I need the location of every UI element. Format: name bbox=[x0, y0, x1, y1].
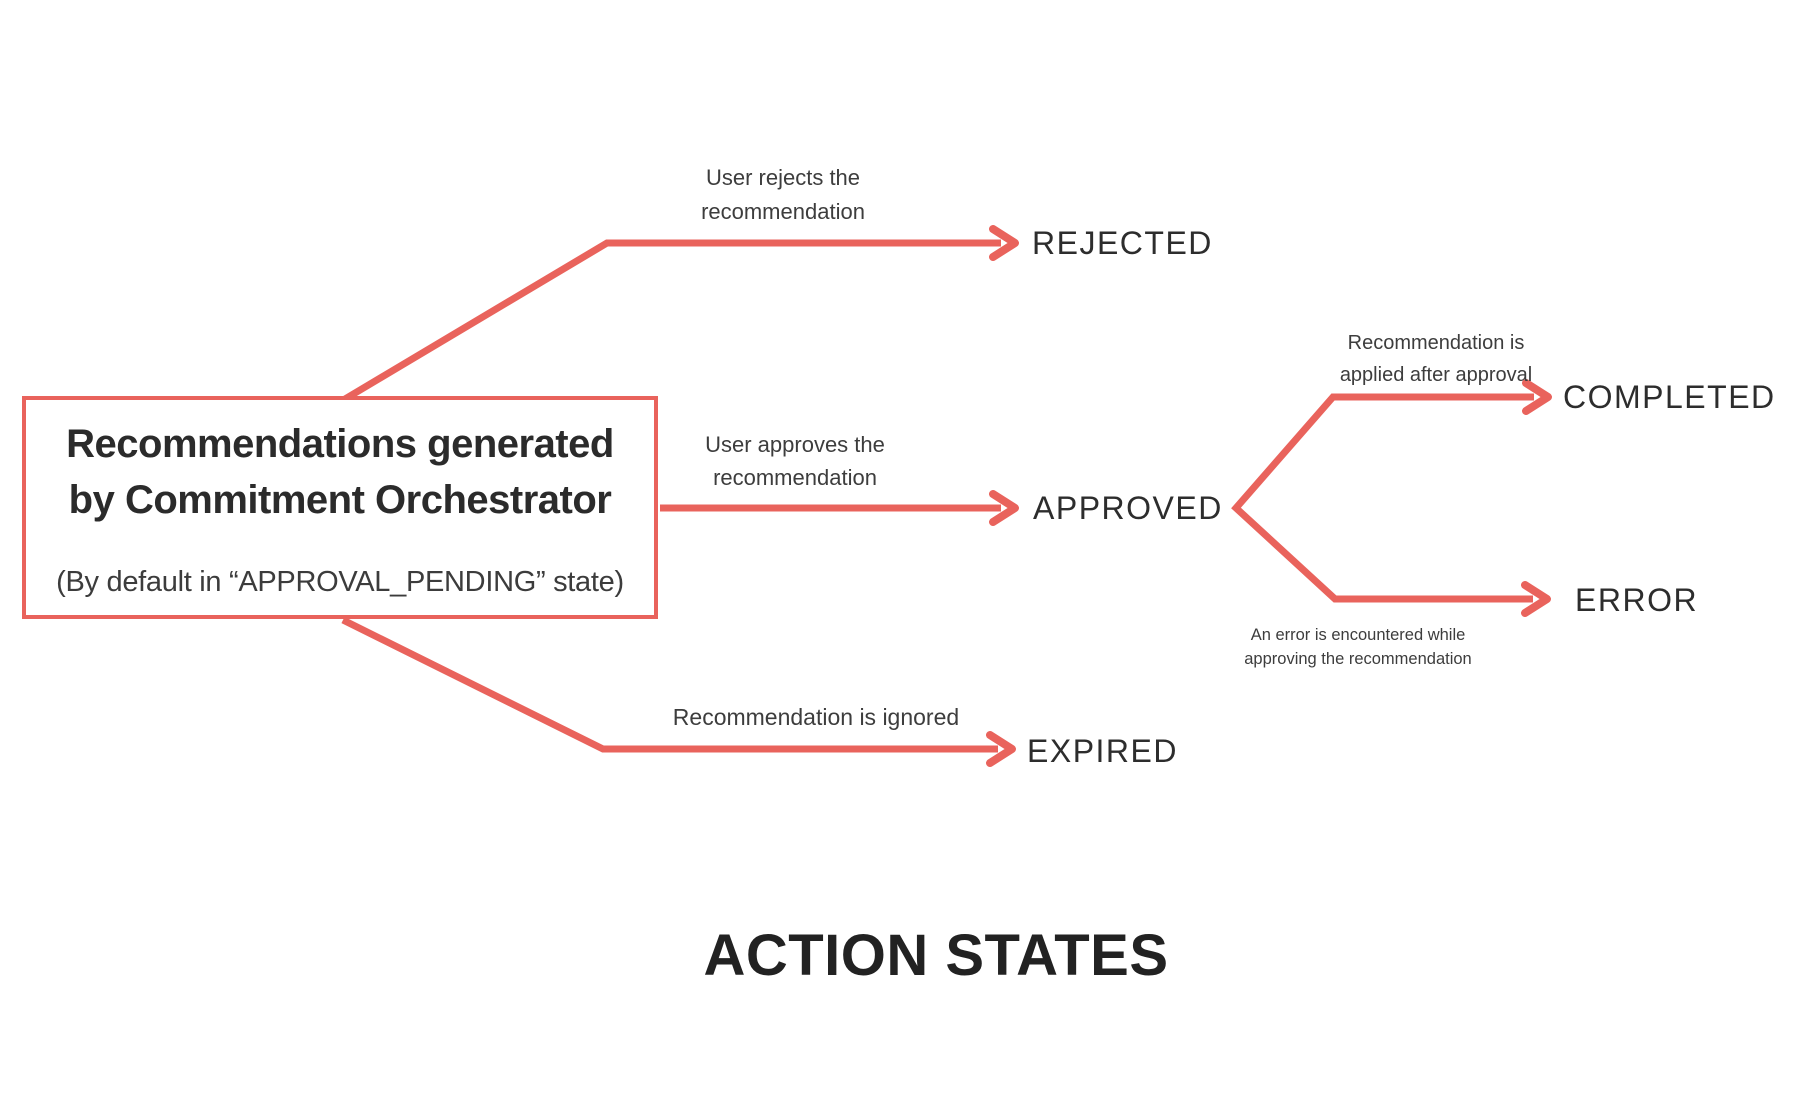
arrow-to-expired bbox=[341, 616, 998, 753]
arrowhead-expired-icon bbox=[986, 731, 1016, 767]
source-node-subtitle: (By default in “APPROVAL_PENDING” state) bbox=[56, 566, 624, 598]
source-node-title: Recommendations generated by Commitment … bbox=[26, 416, 654, 528]
edge-label-approve: User approves the recommendation bbox=[645, 428, 945, 494]
state-rejected: REJECTED bbox=[1032, 225, 1213, 261]
arrowhead-rejected-icon bbox=[989, 225, 1019, 261]
edge-label-approve-line2: recommendation bbox=[713, 465, 877, 490]
edge-label-error-line2: approving the recommendation bbox=[1244, 650, 1472, 668]
edge-label-completed-line2: applied after approval bbox=[1339, 364, 1533, 386]
arrow-fork-approved bbox=[1231, 393, 1534, 603]
edge-label-approve-line1: User approves the bbox=[705, 432, 885, 457]
source-node-title-line1: Recommendations generated bbox=[66, 422, 614, 466]
edge-label-reject-line1: User rejects the bbox=[705, 165, 861, 190]
edge-label-error: An error is encountered while approving … bbox=[1243, 623, 1473, 671]
edge-label-error-line1: An error is encountered while bbox=[1250, 626, 1466, 644]
arrowhead-error-icon bbox=[1521, 581, 1551, 617]
state-expired: EXPIRED bbox=[1027, 733, 1178, 769]
edge-label-ignored: Recommendation is ignored bbox=[672, 704, 960, 730]
arrowhead-approved-icon bbox=[989, 490, 1019, 526]
arrow-to-rejected bbox=[343, 239, 1001, 403]
source-node-title-line2: by Commitment Orchestrator bbox=[68, 478, 612, 522]
edge-label-completed: Recommendation is applied after approval bbox=[1336, 327, 1536, 391]
arrowhead-completed-icon bbox=[1522, 379, 1552, 415]
state-error: ERROR bbox=[1575, 582, 1699, 618]
state-approved: APPROVED bbox=[1033, 490, 1223, 526]
edge-label-reject: User rejects the recommendation bbox=[633, 161, 933, 229]
state-completed: COMPLETED bbox=[1563, 379, 1776, 415]
edge-label-completed-line1: Recommendation is bbox=[1347, 332, 1525, 354]
edge-label-reject-line2: recommendation bbox=[701, 199, 865, 224]
source-node: Recommendations generated by Commitment … bbox=[22, 396, 658, 619]
diagram-title: ACTION STATES bbox=[703, 923, 1169, 988]
